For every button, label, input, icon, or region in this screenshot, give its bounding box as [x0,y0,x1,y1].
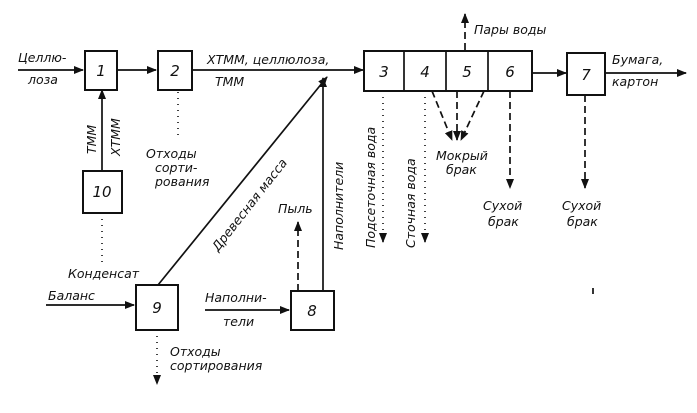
block-2 [157,50,193,91]
block-5-number: 5 [462,63,472,81]
label-wet-broke-1: Мокрый [436,148,488,163]
label-waste9-1: Отходы [170,344,221,359]
block-9 [135,284,179,331]
block-8-number: 8 [307,302,317,320]
label-waste9-2: сортирования [170,358,263,373]
block-7-number: 7 [581,66,591,84]
label-condensate: Конденсат [68,266,140,281]
label-waste2-3: рования [154,174,210,189]
label-dry-broke6-2: брак [488,214,519,229]
block-8 [290,290,335,331]
arrow-9-to-mix [157,76,328,286]
dashed-wet-broke-a [431,90,453,141]
label-dry-broke7-2: брак [567,214,598,229]
label-mix-2: ТММ [215,74,244,89]
label-fillers-in-1: Наполни- [205,290,267,305]
label-steam: Пары воды [474,22,546,37]
label-tmm: ТММ [84,125,99,154]
block-6-number: 6 [505,63,515,81]
block-3-to-6 [363,50,533,92]
label-waste-water: Сточная вода [403,158,418,248]
label-paper-1: Бумага, [612,52,663,67]
block-7 [566,52,606,96]
label-mix-1: ХТММ, целлюлоза, [206,52,329,67]
label-xtmm: ХТММ [108,118,123,157]
label-fillers-vertical: Наполнители [331,162,346,250]
dashed-wet-broke-c [460,90,485,141]
block-2-number: 2 [170,62,180,80]
label-cellulose-1: Целлю- [18,50,67,65]
block-10 [82,170,123,214]
block-10-number: 10 [92,183,111,201]
label-fillers-in-2: тели [223,314,254,329]
label-waste2-1: Отходы [146,146,197,161]
label-balance: Баланс [48,288,95,303]
block-1-number: 1 [96,62,106,80]
label-dry-broke7-1: Сухой [562,198,601,213]
label-dust: Пыль [278,201,313,216]
block-9-number: 9 [152,299,162,317]
label-waste2-2: сорти- [155,160,198,175]
label-paper-2: картон [612,74,658,89]
label-dry-broke6-1: Сухой [483,198,522,213]
label-cellulose-2: лоза [27,72,58,87]
label-screen-water: Подсеточная вода [363,127,378,248]
label-wet-broke-2: брак [446,162,477,177]
block-3-number: 3 [379,63,389,81]
block-1 [84,50,118,91]
block-4-number: 4 [420,63,430,81]
